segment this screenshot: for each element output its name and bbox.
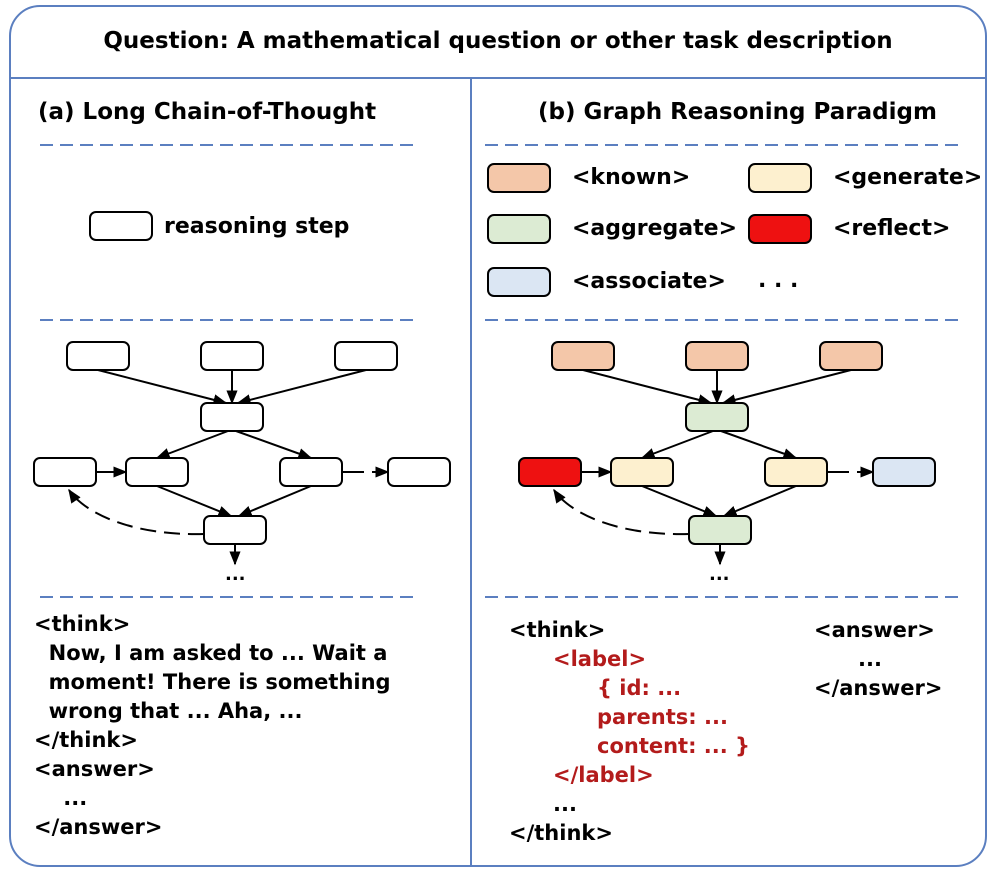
legend-label-4: <reflect> [833, 216, 951, 241]
graph-node [387, 457, 451, 487]
edge-arrow [97, 369, 228, 406]
graph-node [551, 341, 615, 371]
left-code-line: moment! There is something [34, 670, 391, 694]
reasoning-step-legend-box [89, 211, 153, 241]
right-graph-ellipsis: ... [709, 564, 730, 585]
graph-node [279, 457, 343, 487]
graph-node [203, 515, 267, 545]
think-line: content: ... } [597, 734, 750, 758]
answer-line: ... [858, 647, 882, 671]
graph-node [872, 457, 936, 487]
legend-label-2: <generate> [833, 165, 983, 190]
edge-arrow [640, 430, 714, 459]
answer-line: </answer> [814, 676, 943, 700]
left-code-block: <think> Now, I am asked to ... Wait a mo… [34, 610, 391, 842]
edge-arrow [721, 369, 852, 406]
graph-node [685, 341, 749, 371]
outer-frame [9, 5, 987, 867]
right-heading: (b) Graph Reasoning Paradigm [538, 99, 937, 125]
left-graph-ellipsis: ... [225, 564, 246, 585]
graph-node [200, 341, 264, 371]
edge-arrow [155, 430, 229, 459]
think-line: ... [553, 792, 577, 816]
legend-swatch-4 [748, 214, 812, 244]
legend-label-1: <known> [572, 165, 691, 190]
graph-node [33, 457, 97, 487]
left-code-line: <answer> [34, 757, 155, 781]
graph-node [200, 402, 264, 432]
legend-swatch-1 [487, 163, 551, 193]
answer-line: <answer> [814, 618, 935, 642]
left-code-line: </answer> [34, 815, 163, 839]
think-line: { id: ... [597, 676, 682, 700]
question-title: Question: A mathematical question or oth… [103, 28, 893, 54]
legend-swatch-5 [487, 267, 551, 297]
left-legend-label: reasoning step [164, 214, 350, 239]
think-line: </think> [509, 821, 613, 845]
right-legend-ellipsis: . . . [758, 268, 799, 293]
think-line: <think> [509, 618, 606, 642]
think-line: <label> [553, 647, 647, 671]
edge-arrow [720, 430, 798, 460]
left-code-line: wrong that ... Aha, ... [34, 699, 303, 723]
left-panel-graphics [33, 211, 451, 566]
graph-node [334, 341, 398, 371]
right-answer-block: <answer>... </answer> [814, 616, 942, 703]
right-panel-graphics [487, 163, 936, 566]
edge-arrow [235, 430, 313, 460]
legend-label-3: <aggregate> [572, 216, 738, 241]
think-line: parents: ... [597, 705, 728, 729]
graph-node [66, 341, 130, 371]
legend-swatch-3 [487, 214, 551, 244]
left-code-line: <think> [34, 612, 131, 636]
legend-swatch-2 [748, 163, 812, 193]
graph-node [764, 457, 828, 487]
left-code-line: Now, I am asked to ... Wait a [34, 641, 388, 665]
edge-arrow [722, 485, 797, 517]
think-line: </label> [553, 763, 654, 787]
graph-node [688, 515, 752, 545]
graph-node [518, 457, 582, 487]
right-think-block: <think> <label> { id: ... parents: ... conte… [509, 616, 750, 848]
left-code-line: ... [34, 786, 88, 810]
edge-arrow [582, 369, 713, 406]
left-code-line: </think> [34, 728, 138, 752]
left-heading: (a) Long Chain-of-Thought [38, 99, 377, 125]
graph-node [685, 402, 749, 432]
edge-arrow [237, 485, 312, 517]
edge-arrow [236, 369, 367, 406]
legend-label-5: <associate> [572, 269, 726, 294]
graph-node [819, 341, 883, 371]
graph-node [610, 457, 674, 487]
edge-arrow [641, 485, 718, 517]
graph-node [125, 457, 189, 487]
edge-arrow [156, 485, 233, 517]
